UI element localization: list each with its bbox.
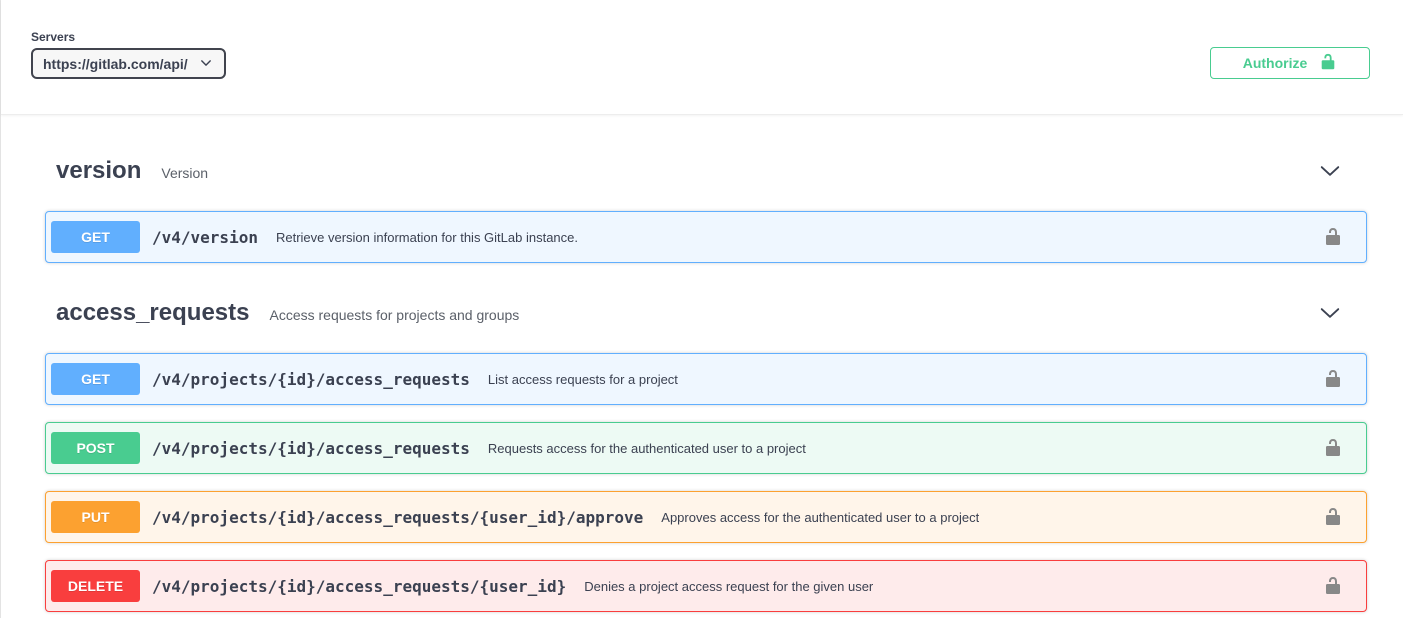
section-description: Access requests for projects and groups [269, 307, 520, 323]
operation-row[interactable]: GET /v4/version Retrieve version informa… [45, 211, 1367, 263]
servers-label: Servers [31, 30, 76, 44]
operation-row[interactable]: GET /v4/projects/{id}/access_requests Li… [45, 353, 1367, 405]
unlocked-padlock-icon[interactable] [1323, 438, 1343, 458]
servers-block: Servers https://gitlab.com/api/ [31, 30, 226, 79]
method-badge: DELETE [51, 570, 140, 602]
operation-path: /v4/projects/{id}/access_requests [152, 369, 470, 389]
api-operations-list: version Version GET /v4/version Retrieve… [1, 157, 1403, 612]
method-badge: PUT [51, 501, 140, 533]
operation-summary: List access requests for a project [487, 371, 678, 387]
operation-path: /v4/projects/{id}/access_requests/{user_… [152, 507, 644, 527]
operation-row[interactable]: DELETE /v4/projects/{id}/access_requests… [45, 560, 1367, 612]
chevron-down-icon[interactable] [1319, 160, 1341, 182]
operation-path: /v4/projects/{id}/access_requests/{user_… [152, 576, 567, 596]
operation-summary: Requests access for the authenticated us… [487, 440, 806, 456]
operation-path: /v4/version [152, 227, 258, 247]
operation-row[interactable]: POST /v4/projects/{id}/access_requests R… [45, 422, 1367, 474]
method-badge: GET [51, 363, 140, 395]
section-title-group: access_requests Access requests for proj… [56, 299, 519, 327]
chevron-down-icon [200, 56, 212, 72]
servers-select[interactable]: https://gitlab.com/api/ [31, 48, 226, 79]
unlocked-padlock-icon [1319, 53, 1337, 74]
section-description: Version [161, 165, 209, 181]
scheme-bar: Servers https://gitlab.com/api/ Authoriz… [1, 0, 1403, 115]
operation-summary: Denies a project access request for the … [584, 578, 874, 594]
chevron-down-icon[interactable] [1319, 302, 1341, 324]
operation-summary: Approves access for the authenticated us… [661, 509, 980, 525]
servers-selected-url: https://gitlab.com/api/ [43, 55, 188, 72]
unlocked-padlock-icon[interactable] [1323, 369, 1343, 389]
operation-path: /v4/projects/{id}/access_requests [152, 438, 470, 458]
section-title-group: version Version [56, 157, 208, 185]
authorize-label: Authorize [1242, 55, 1308, 71]
method-badge: POST [51, 432, 140, 464]
unlocked-padlock-icon[interactable] [1323, 507, 1343, 527]
operation-row[interactable]: PUT /v4/projects/{id}/access_requests/{u… [45, 491, 1367, 543]
unlocked-padlock-icon[interactable] [1323, 576, 1343, 596]
method-badge: GET [51, 221, 140, 253]
authorize-button[interactable]: Authorize [1210, 47, 1370, 79]
operation-summary: Retrieve version information for this Gi… [275, 229, 578, 245]
section-header-access-requests[interactable]: access_requests Access requests for proj… [45, 299, 1367, 327]
section-header-version[interactable]: version Version [45, 157, 1367, 185]
unlocked-padlock-icon[interactable] [1323, 227, 1343, 247]
section-name: version [56, 157, 142, 184]
section-name: access_requests [56, 299, 250, 326]
